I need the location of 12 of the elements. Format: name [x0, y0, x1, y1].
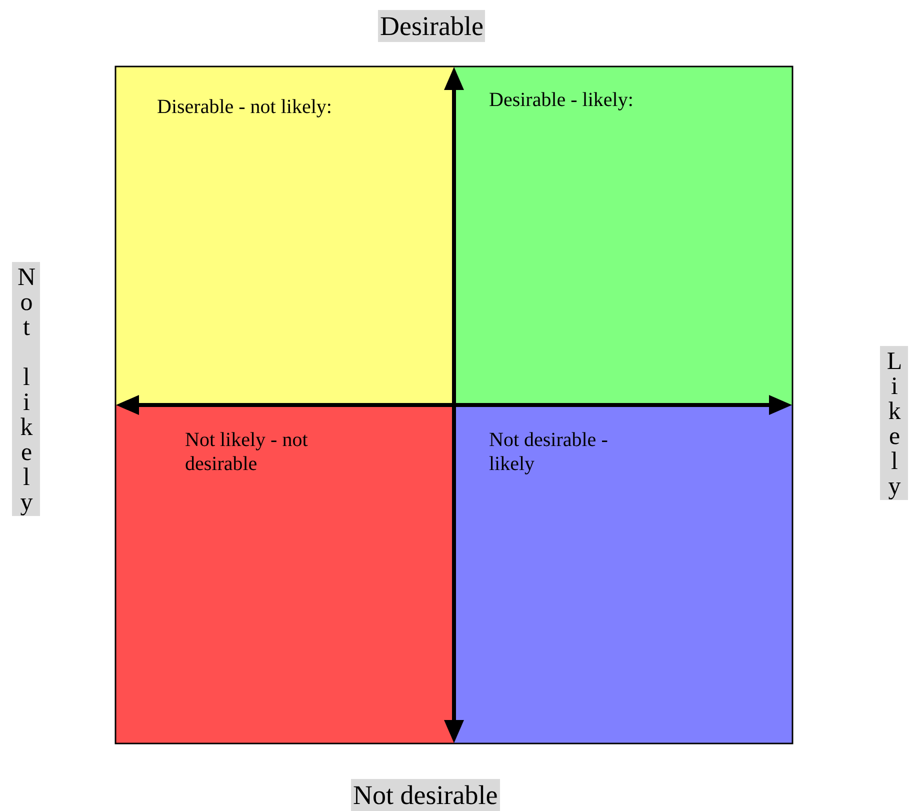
- quadrant-label: Desirable - likely:: [489, 88, 634, 112]
- quadrant-panel: [454, 405, 792, 743]
- quadrant-panel: [454, 67, 792, 405]
- axis-label: Not likely: [12, 262, 40, 516]
- axis-label: Desirable: [378, 10, 486, 42]
- quadrant-label: Not likely - not desirable: [185, 428, 309, 476]
- axis-label: Likely: [880, 346, 908, 500]
- axis-label: Not desirable: [351, 779, 500, 811]
- quadrant-panel: [116, 67, 454, 405]
- quadrant-label: Not desirable - likely: [489, 428, 609, 476]
- quadrant-label: Diserable - not likely:: [157, 95, 332, 119]
- quadrant-panel: [116, 405, 454, 743]
